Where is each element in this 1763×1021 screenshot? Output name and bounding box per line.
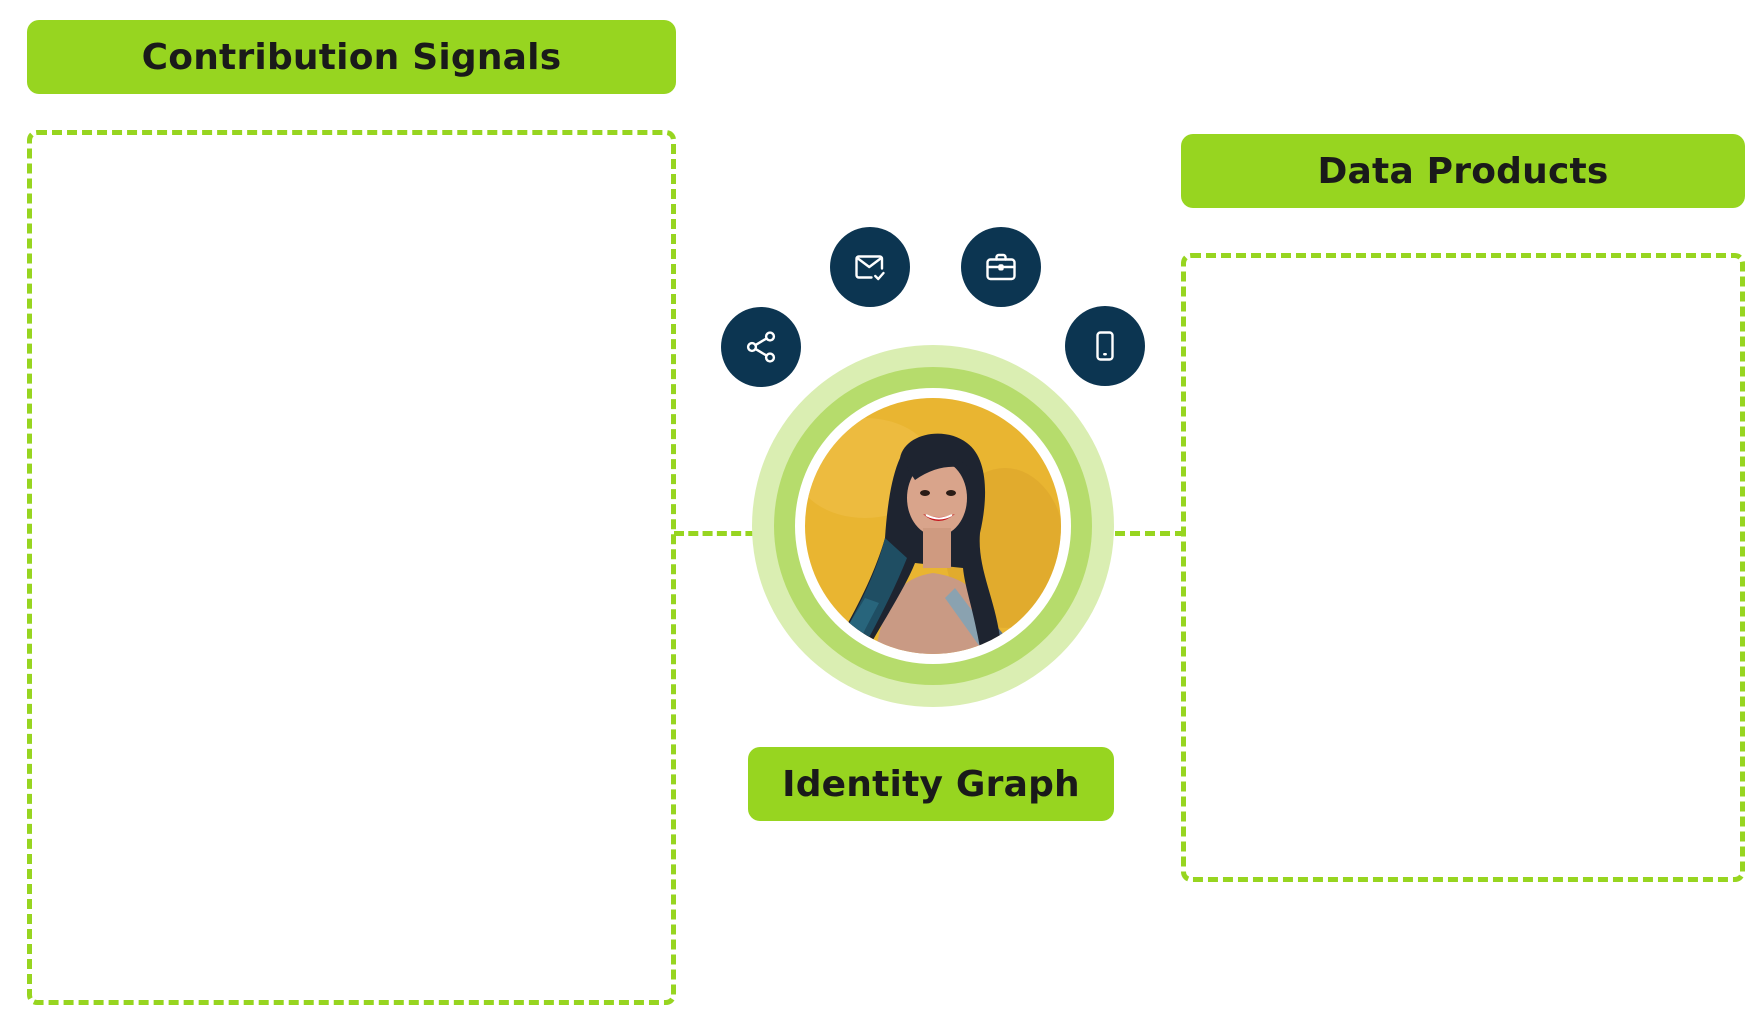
share-icon bbox=[746, 331, 776, 363]
avatar-illustration bbox=[805, 398, 1061, 654]
briefcase-icon bbox=[986, 253, 1016, 281]
share-bubble bbox=[721, 307, 801, 387]
left-connector-line bbox=[674, 531, 784, 536]
data-products-text: Data Products bbox=[1317, 150, 1609, 192]
contribution-signals-label: Contribution Signals bbox=[27, 20, 676, 94]
briefcase-bubble bbox=[961, 227, 1041, 307]
data-products-label: Data Products bbox=[1181, 134, 1745, 208]
mail-check-icon bbox=[855, 255, 885, 281]
smartphone-bubble bbox=[1065, 306, 1145, 386]
smartphone-icon bbox=[1096, 331, 1114, 361]
identity-graph-label: Identity Graph bbox=[748, 747, 1114, 821]
mail-bubble bbox=[830, 227, 910, 307]
identity-graph-text: Identity Graph bbox=[782, 763, 1080, 805]
contribution-signals-text: Contribution Signals bbox=[141, 36, 562, 78]
right-connector-line bbox=[1085, 531, 1185, 536]
data-products-box bbox=[1181, 253, 1745, 882]
identity-avatar bbox=[805, 398, 1061, 654]
contribution-signals-box bbox=[27, 130, 676, 1005]
